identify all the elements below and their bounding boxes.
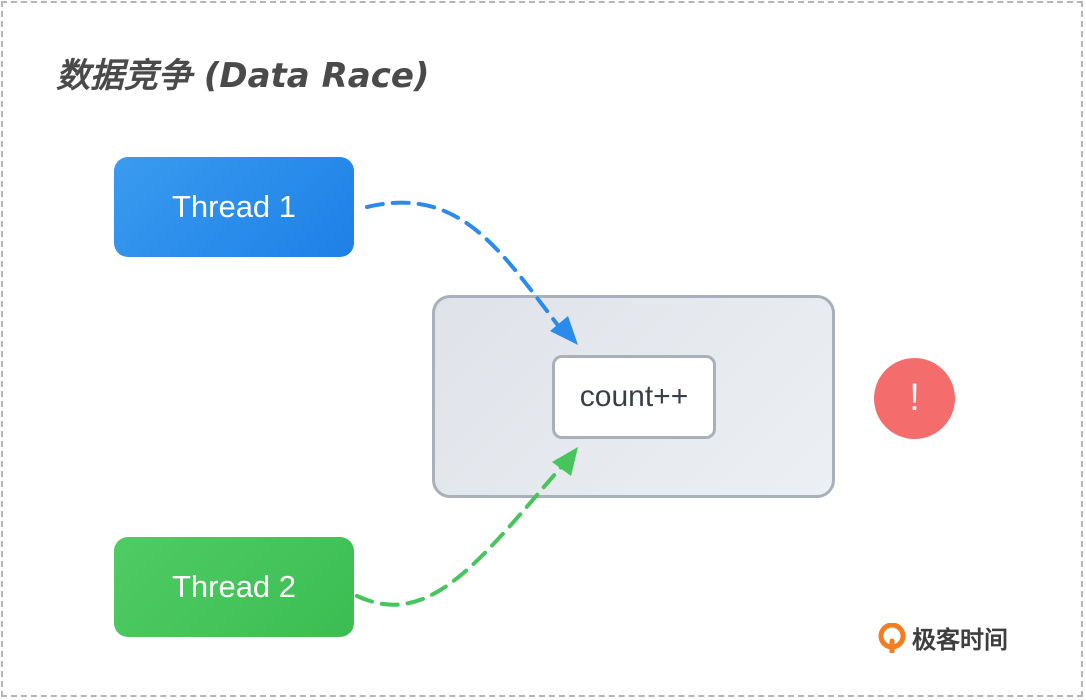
brand-logo: 极客时间 <box>878 620 1008 655</box>
count-increment-label: count++ <box>579 380 689 413</box>
diagram-title: 数据竞争 (Data Race) <box>56 56 430 96</box>
thread-2-label: Thread 2 <box>171 569 297 604</box>
thread-1-box: Thread 1 <box>114 157 354 257</box>
warning-symbol: ! <box>909 377 920 419</box>
geektime-logo-icon <box>878 622 906 653</box>
thread-2-box: Thread 2 <box>114 537 354 637</box>
count-increment-box: count++ <box>552 355 716 439</box>
thread-1-label: Thread 1 <box>171 189 297 224</box>
brand-name: 极客时间 <box>912 626 1008 654</box>
warning-icon: ! <box>874 358 955 439</box>
